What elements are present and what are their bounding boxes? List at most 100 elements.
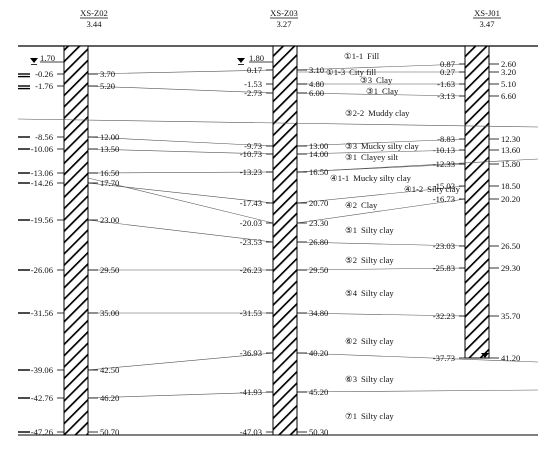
layer-label: ③2-2 Muddy clay: [345, 108, 410, 118]
layer-name: Mucky silty clay: [361, 141, 419, 151]
depth-label: 16.50: [309, 167, 328, 177]
layer-name: Silty clay: [361, 225, 394, 235]
elevation-label: -1.76: [35, 81, 54, 91]
depth-label: 13.50: [100, 144, 119, 154]
layer-label: ⑤1 Silty clay: [345, 225, 394, 235]
layer-name: Clay: [361, 200, 378, 210]
elevation-label: -1.53: [244, 79, 262, 89]
depth-label: 6.60: [501, 91, 516, 101]
depth-label: 29.50: [100, 265, 119, 275]
correlation-lines: [17, 63, 539, 399]
depth-label: 34.80: [309, 308, 328, 318]
depth-label: 12.30: [501, 134, 520, 144]
layer-label: ⑦1 Silty clay: [345, 411, 394, 421]
header-xs-z02: XS-Z02 3.44: [80, 8, 108, 29]
elevation-label: -25.83: [433, 263, 455, 273]
elevation-label: -37.73: [433, 353, 455, 363]
water-level-icon: [481, 353, 489, 358]
depth-label: 6.00: [309, 88, 324, 98]
elevation-label: -10.06: [31, 144, 54, 154]
depth-label: 13.60: [501, 145, 520, 155]
depth-label: 29.30: [501, 263, 520, 273]
elevation-label: -3.13: [437, 91, 455, 101]
elevation-label: -14.26: [31, 178, 54, 188]
layer-code: ⑤4: [345, 288, 358, 298]
depth-ticks: [18, 63, 499, 433]
depth-label: 3.70: [100, 69, 115, 79]
layer-code: ③3: [360, 75, 372, 85]
elevation-label: -42.76: [31, 393, 54, 403]
elevation-label: -17.43: [240, 198, 262, 208]
water-level-value: 1.70: [40, 53, 55, 63]
depth-label: 41.20: [501, 353, 520, 363]
elevation-label: -23.03: [433, 241, 455, 251]
layer-name: Silty clay: [427, 184, 460, 194]
layer-code: ④2: [345, 200, 357, 210]
elevation-label: -0.26: [35, 69, 54, 79]
layer-name: Mucky silty clay: [353, 173, 411, 183]
depth-label: 50.30: [309, 427, 328, 437]
borehole-elevation: 3.27: [276, 19, 292, 29]
layer-label: ③3 Clay: [360, 75, 393, 85]
depth-label: 15.80: [501, 159, 520, 169]
depth-label: 40.20: [309, 348, 328, 358]
layer-name: Clay: [376, 75, 393, 85]
layer-code: ③2-2: [345, 108, 364, 118]
water-level-xs-z03: 1.80: [237, 53, 273, 65]
elevation-label: -39.06: [31, 365, 54, 375]
depth-label: 3.20: [501, 67, 516, 77]
elevation-label: -36.93: [240, 348, 262, 358]
elevation-label: -13.06: [31, 168, 54, 178]
layer-code: ⑦1: [345, 411, 357, 421]
depth-label: 50.70: [100, 427, 119, 437]
borehole-column-xs-j01: [464, 45, 490, 359]
borehole-column-xs-z03: [272, 45, 298, 436]
layer-name: Silty clay: [361, 374, 394, 384]
layer-code: ⑥2: [345, 336, 357, 346]
elevation-label: -20.03: [240, 218, 262, 228]
water-level-value: 1.80: [249, 53, 264, 63]
layer-label: ④1-2 Silty clay: [404, 184, 461, 194]
layer-code: ④1-2: [404, 184, 423, 194]
elevation-label: -26.06: [31, 265, 54, 275]
depth-label: 45.20: [309, 387, 328, 397]
layer-code: ③1: [345, 152, 357, 162]
depth-label: 5.10: [501, 79, 516, 89]
elevation-label: -10.13: [433, 145, 455, 155]
elevation-label: -2.73: [244, 88, 262, 98]
elevation-label: -8.56: [35, 132, 54, 142]
depth-label: 29.50: [309, 265, 328, 275]
depth-label: 35.00: [100, 308, 119, 318]
depth-label: 20.20: [501, 194, 520, 204]
water-level-xs-z02: 1.70: [30, 53, 64, 65]
depth-label: 16.50: [100, 168, 119, 178]
borehole-elevation: 3.47: [479, 19, 495, 29]
water-level-icon: [237, 58, 245, 63]
elevation-label: -23.53: [240, 237, 262, 247]
layer-name: Muddy clay: [368, 108, 410, 118]
depth-label: 12.00: [100, 132, 119, 142]
borehole-elevation: 3.44: [86, 19, 102, 29]
layer-code: ③1: [366, 86, 378, 96]
elevation-label: 0.27: [440, 67, 456, 77]
elevation-label: 0.87: [440, 59, 456, 69]
bottom-marker-xs-j01: [481, 353, 489, 358]
elevation-label: -41.93: [240, 387, 262, 397]
layer-name: Silty clay: [361, 411, 394, 421]
depth-label: 23.30: [309, 218, 328, 228]
elevation-label: -31.56: [31, 308, 54, 318]
borehole-id: XS-Z02: [80, 8, 108, 18]
layer-name: Fill: [367, 51, 380, 61]
header-xs-j01: XS-J01 3.47: [473, 8, 501, 29]
depth-label: 46.20: [100, 393, 119, 403]
depth-label: 42.50: [100, 365, 119, 375]
layer-code: ⑤1: [345, 225, 357, 235]
